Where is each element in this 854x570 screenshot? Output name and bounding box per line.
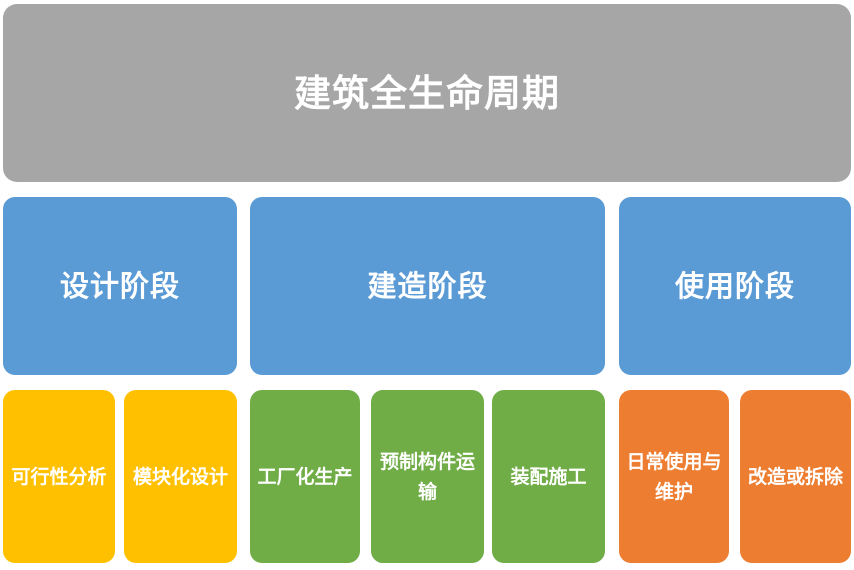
task-node-factory-production[interactable]: 工厂化生产 xyxy=(250,390,360,563)
task-node-assembly-construction[interactable]: 装配施工 xyxy=(492,390,605,563)
phase-node-label: 设计阶段 xyxy=(59,268,180,303)
task-node-daily-use-and-maintenance[interactable]: 日常使用与维护 xyxy=(619,390,729,563)
task-node-feasibility-analysis[interactable]: 可行性分析 xyxy=(3,390,115,563)
phase-node-use[interactable]: 使用阶段 xyxy=(619,197,851,375)
task-node-label: 预制构件运输 xyxy=(379,450,475,503)
task-node-prefab-component-transport[interactable]: 预制构件运输 xyxy=(371,390,484,563)
task-node-label: 装配施工 xyxy=(510,465,587,488)
task-node-modular-design[interactable]: 模块化设计 xyxy=(124,390,237,563)
root-node-building-lifecycle[interactable]: 建筑全生命周期 xyxy=(3,4,851,182)
task-node-label: 改造或拆除 xyxy=(747,465,843,488)
root-node-label: 建筑全生命周期 xyxy=(294,71,560,115)
task-node-label: 工厂化生产 xyxy=(257,465,353,488)
phase-node-design[interactable]: 设计阶段 xyxy=(3,197,237,375)
task-node-label: 模块化设计 xyxy=(132,465,228,488)
phase-node-label: 建造阶段 xyxy=(367,268,488,303)
phase-node-construction[interactable]: 建造阶段 xyxy=(250,197,605,375)
task-node-label: 可行性分析 xyxy=(11,465,107,488)
phase-node-label: 使用阶段 xyxy=(674,268,795,303)
task-node-renovation-or-demolition[interactable]: 改造或拆除 xyxy=(740,390,851,563)
task-node-label: 日常使用与维护 xyxy=(626,450,722,503)
